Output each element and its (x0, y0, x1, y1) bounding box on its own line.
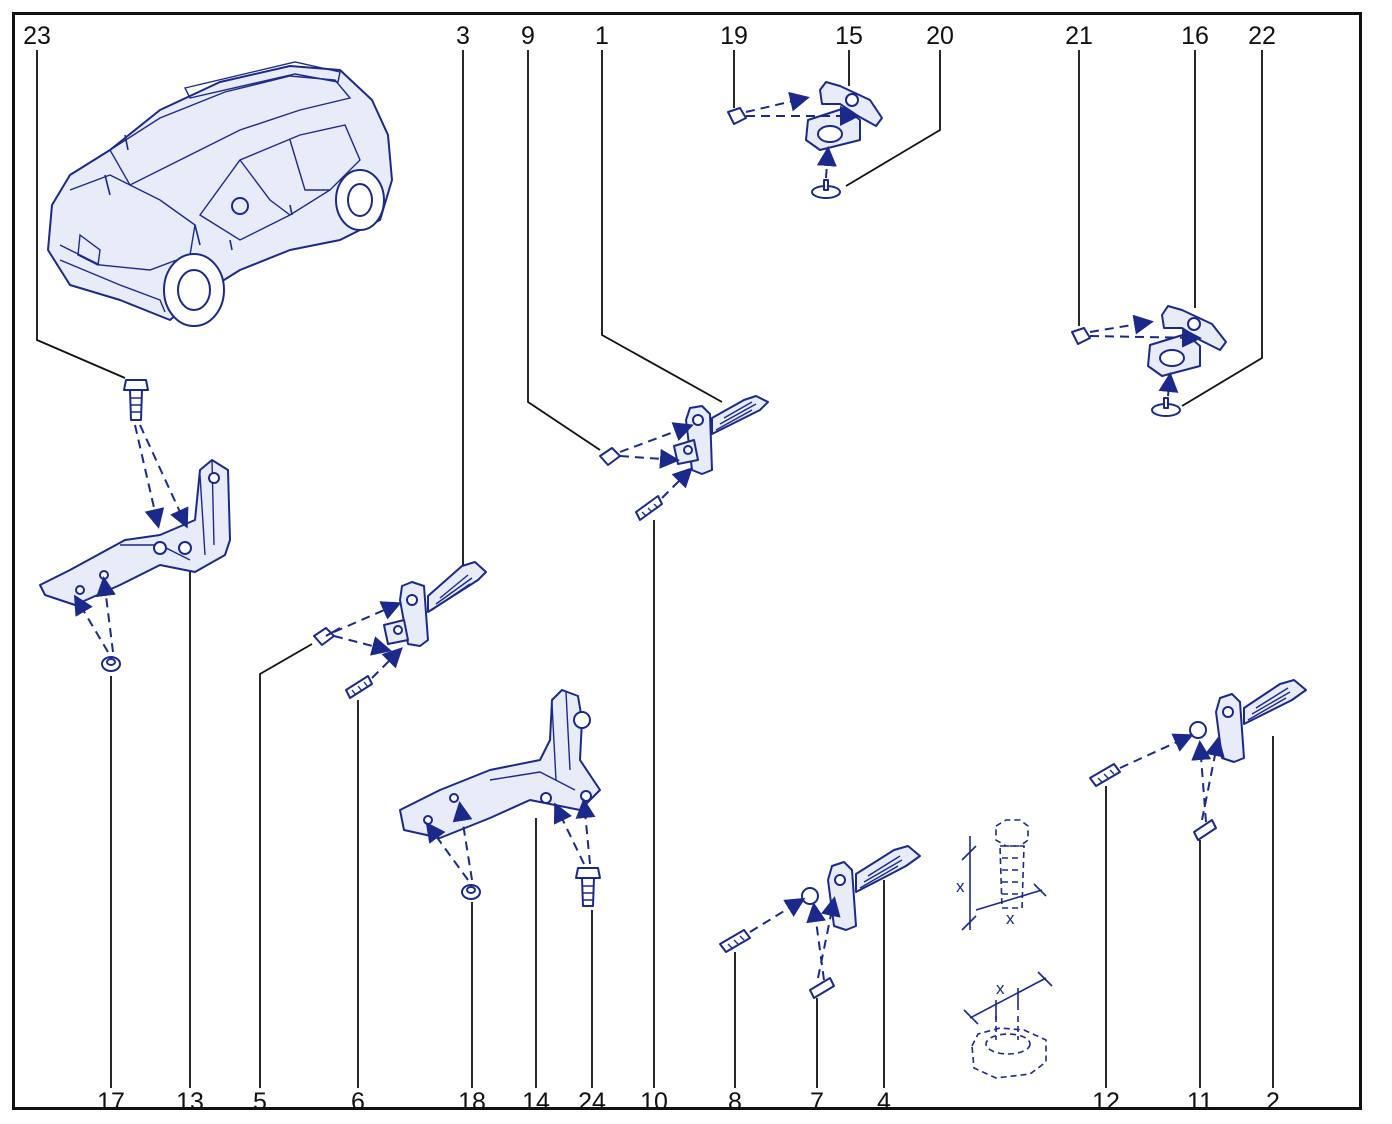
washer-22 (1151, 397, 1181, 417)
callout-22: 22 (1248, 22, 1276, 50)
door-check-strap-2 (1189, 679, 1307, 763)
gauge-mark-nut: x (996, 979, 1005, 998)
callout-1: 1 (595, 22, 609, 50)
nut-18 (461, 884, 481, 900)
bolt-23 (123, 379, 149, 421)
callout-18: 18 (458, 1088, 486, 1116)
bolt-7 (809, 977, 835, 999)
bolt-10 (635, 495, 663, 521)
callout-14: 14 (522, 1088, 550, 1116)
hinge-15 (805, 81, 883, 151)
hinge-bracket-14 (399, 689, 601, 839)
washer-20 (811, 179, 841, 199)
callout-11: 11 (1187, 1088, 1213, 1116)
callouts-top: 23 3 9 1 19 15 20 21 16 22 (23, 22, 1276, 50)
hinge-bracket-13 (39, 459, 231, 606)
callout-20: 20 (926, 22, 954, 50)
callout-3: 3 (456, 22, 470, 50)
callout-12: 12 (1092, 1088, 1120, 1116)
callout-6: 6 (351, 1088, 365, 1116)
bolt-24 (575, 867, 601, 907)
gauge-mark-height: x (956, 877, 965, 896)
leader-lines (36, 50, 1274, 1088)
callout-8: 8 (728, 1088, 742, 1116)
callout-2: 2 (1266, 1088, 1280, 1116)
bolt-12 (1089, 763, 1121, 787)
nut-19 (727, 107, 747, 125)
callout-13: 13 (176, 1088, 204, 1116)
door-check-strap-4 (801, 845, 921, 931)
diagram-frame (12, 12, 1362, 1110)
vehicle-overview-illustration (47, 61, 393, 327)
callout-24: 24 (578, 1088, 606, 1116)
callout-16: 16 (1181, 22, 1209, 50)
callout-5: 5 (253, 1088, 267, 1116)
nut-17 (101, 656, 121, 672)
callout-23: 23 (23, 22, 51, 50)
bolt-6 (345, 675, 373, 699)
bolt-11 (1193, 819, 1217, 841)
nut-21 (1071, 327, 1091, 345)
door-check-strap-1 (673, 395, 769, 475)
hinge-16 (1147, 305, 1227, 377)
callout-7: 7 (810, 1088, 824, 1116)
callout-9: 9 (521, 22, 535, 50)
door-check-strap-3 (383, 561, 487, 647)
callout-4: 4 (877, 1088, 891, 1116)
callout-10: 10 (640, 1088, 668, 1116)
nut-measurement-detail: x (963, 971, 1053, 1079)
callout-21: 21 (1065, 22, 1093, 50)
bolt-8 (719, 929, 751, 953)
gauge-mark-width: x (1006, 909, 1015, 928)
callout-15: 15 (835, 22, 863, 50)
callout-17: 17 (97, 1088, 125, 1116)
callout-19: 19 (720, 22, 748, 50)
callouts-bottom: 17 13 5 6 18 14 24 10 8 7 4 12 11 2 (97, 1088, 1280, 1116)
bolt-measurement-detail: x x (956, 819, 1047, 931)
bolt-9 (599, 447, 621, 466)
